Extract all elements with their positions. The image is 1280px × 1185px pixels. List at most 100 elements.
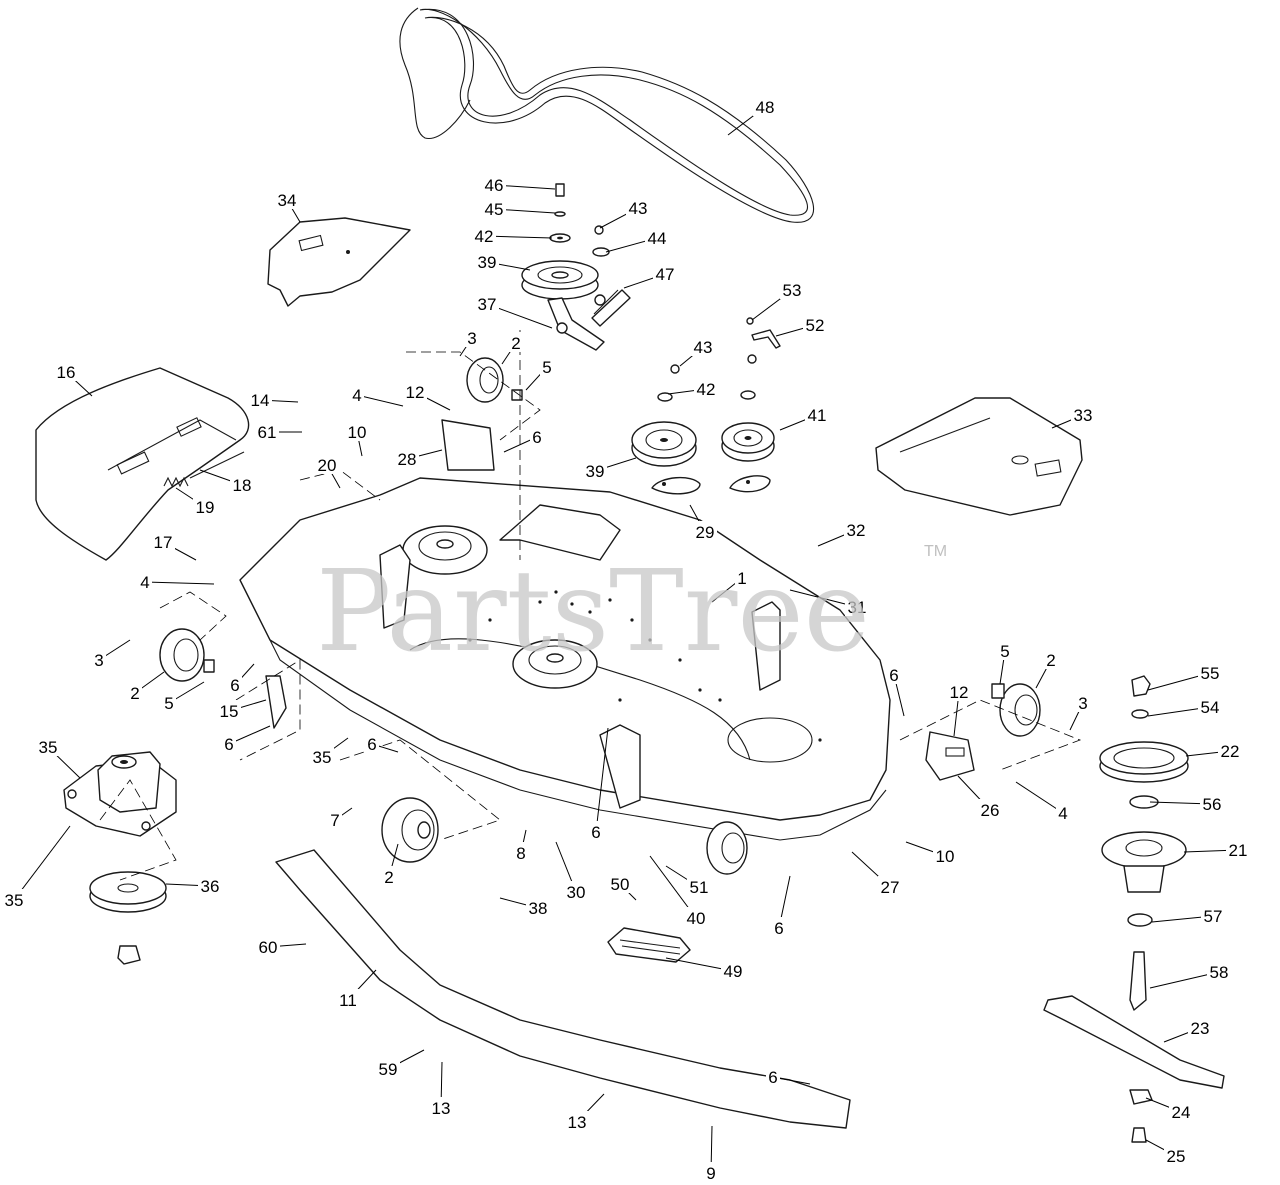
callout-c6g: 6 <box>889 666 898 685</box>
gearbox-pulley <box>89 871 167 965</box>
callout-bg-c41 <box>805 404 829 424</box>
callout-c37: 37 <box>478 295 497 314</box>
idler-pulleys-pair <box>631 354 775 495</box>
callout-c55: 55 <box>1201 664 1220 683</box>
drive-belt <box>399 7 815 223</box>
callout-bg-c35a <box>36 736 60 756</box>
callout-c26: 26 <box>981 801 1000 820</box>
callout-c58: 58 <box>1210 963 1229 982</box>
idler-pulley-assembly <box>521 260 631 351</box>
callout-c24: 24 <box>1172 1103 1191 1122</box>
callout-bg-c17 <box>151 531 175 551</box>
callout-bg-c6a <box>530 426 544 446</box>
callout-bg-c61 <box>255 421 279 441</box>
callout-bg-c10b <box>933 845 957 865</box>
callout-bg-c43b <box>691 336 715 356</box>
bracket-52 <box>746 317 781 349</box>
callout-c2c: 2 <box>384 868 393 887</box>
callout-bg-c54 <box>1198 696 1222 716</box>
callout-bg-c42a <box>472 225 496 245</box>
callout-bg-c29 <box>693 521 717 541</box>
leader-c35c <box>13 825 71 901</box>
callout-bg-c34 <box>275 189 299 209</box>
callout-bg-c6f <box>772 917 786 937</box>
callout-c43b: 43 <box>694 338 713 357</box>
callout-bg-c47 <box>653 263 677 283</box>
callout-bg-c11 <box>336 989 360 1009</box>
callout-bg-c13b <box>565 1111 589 1131</box>
callout-bg-c35b <box>310 746 334 766</box>
callout-bg-c8 <box>514 842 528 862</box>
callout-c6c: 6 <box>224 735 233 754</box>
callout-bg-c6h <box>766 1066 780 1086</box>
callout-bg-c31 <box>845 596 869 616</box>
callout-bg-c5a <box>540 356 554 376</box>
callout-bg-c43a <box>626 197 650 217</box>
callout-c52: 52 <box>806 316 825 335</box>
callout-bg-c25 <box>1164 1145 1188 1165</box>
callout-c46: 46 <box>485 176 504 195</box>
callout-bg-c38 <box>526 897 550 917</box>
callout-c3a: 3 <box>467 329 476 348</box>
watermark-tm: TM <box>924 543 947 560</box>
callout-c6e: 6 <box>591 823 600 842</box>
callout-bg-c55 <box>1198 662 1222 682</box>
front-baffle <box>275 849 851 1129</box>
callout-c6h: 6 <box>768 1068 777 1087</box>
leader-c4b <box>144 581 215 585</box>
callout-c30: 30 <box>567 883 586 902</box>
callout-c53: 53 <box>783 281 802 300</box>
callout-bg-c36 <box>198 875 222 895</box>
callout-bg-c10a <box>345 421 369 441</box>
callout-c56: 56 <box>1203 795 1222 814</box>
callout-bg-c18 <box>230 474 254 494</box>
callout-bg-c60 <box>256 936 280 956</box>
caster-wheel-rear-left <box>466 357 523 403</box>
callout-c3b: 3 <box>94 651 103 670</box>
callout-bg-c20 <box>315 454 339 474</box>
callout-c22: 22 <box>1221 742 1240 761</box>
callout-bg-c48 <box>753 96 777 116</box>
callout-bg-c24 <box>1169 1101 1193 1121</box>
callout-bg-c52 <box>803 314 827 334</box>
callout-c35b: 35 <box>313 748 332 767</box>
leader-c4a <box>356 394 404 407</box>
callout-c6f: 6 <box>774 919 783 938</box>
callout-c10a: 10 <box>348 423 367 442</box>
callout-c5a: 5 <box>542 358 551 377</box>
callout-bg-c59 <box>376 1058 400 1078</box>
callout-c43a: 43 <box>629 199 648 218</box>
callout-bg-c44 <box>645 227 669 247</box>
leader-c6e <box>595 727 609 833</box>
caster-wheel-right <box>991 683 1041 737</box>
callout-c42a: 42 <box>475 227 494 246</box>
callout-bg-c4b <box>138 571 152 591</box>
callout-bg-c27 <box>878 876 902 896</box>
callout-c41: 41 <box>808 406 827 425</box>
callout-c47: 47 <box>656 265 675 284</box>
partstree-watermark: PartsTree TM <box>316 543 947 677</box>
callout-c40: 40 <box>687 909 706 928</box>
callout-c1: 1 <box>737 569 746 588</box>
leader-c4c <box>1015 781 1064 814</box>
callout-bg-c58 <box>1207 961 1231 981</box>
bracket-15 <box>265 675 287 729</box>
callout-c32: 32 <box>847 521 866 540</box>
mower-deck-shell <box>239 477 891 841</box>
callout-c45: 45 <box>485 200 504 219</box>
callout-c35c: 35 <box>5 891 24 910</box>
callout-c28: 28 <box>398 450 417 469</box>
callout-bg-c26 <box>978 799 1002 819</box>
discharge-chute <box>35 367 250 561</box>
callout-bg-c6b <box>228 674 242 694</box>
callout-bg-c30 <box>564 881 588 901</box>
callout-bg-c40 <box>684 907 708 927</box>
right-belt-cover <box>875 397 1083 516</box>
callout-c36: 36 <box>201 877 220 896</box>
callout-bg-c3c <box>1076 692 1090 712</box>
callout-bg-c6c <box>222 733 236 753</box>
callout-c34: 34 <box>278 191 297 210</box>
callout-c6a: 6 <box>532 428 541 447</box>
callout-c38: 38 <box>529 899 548 918</box>
